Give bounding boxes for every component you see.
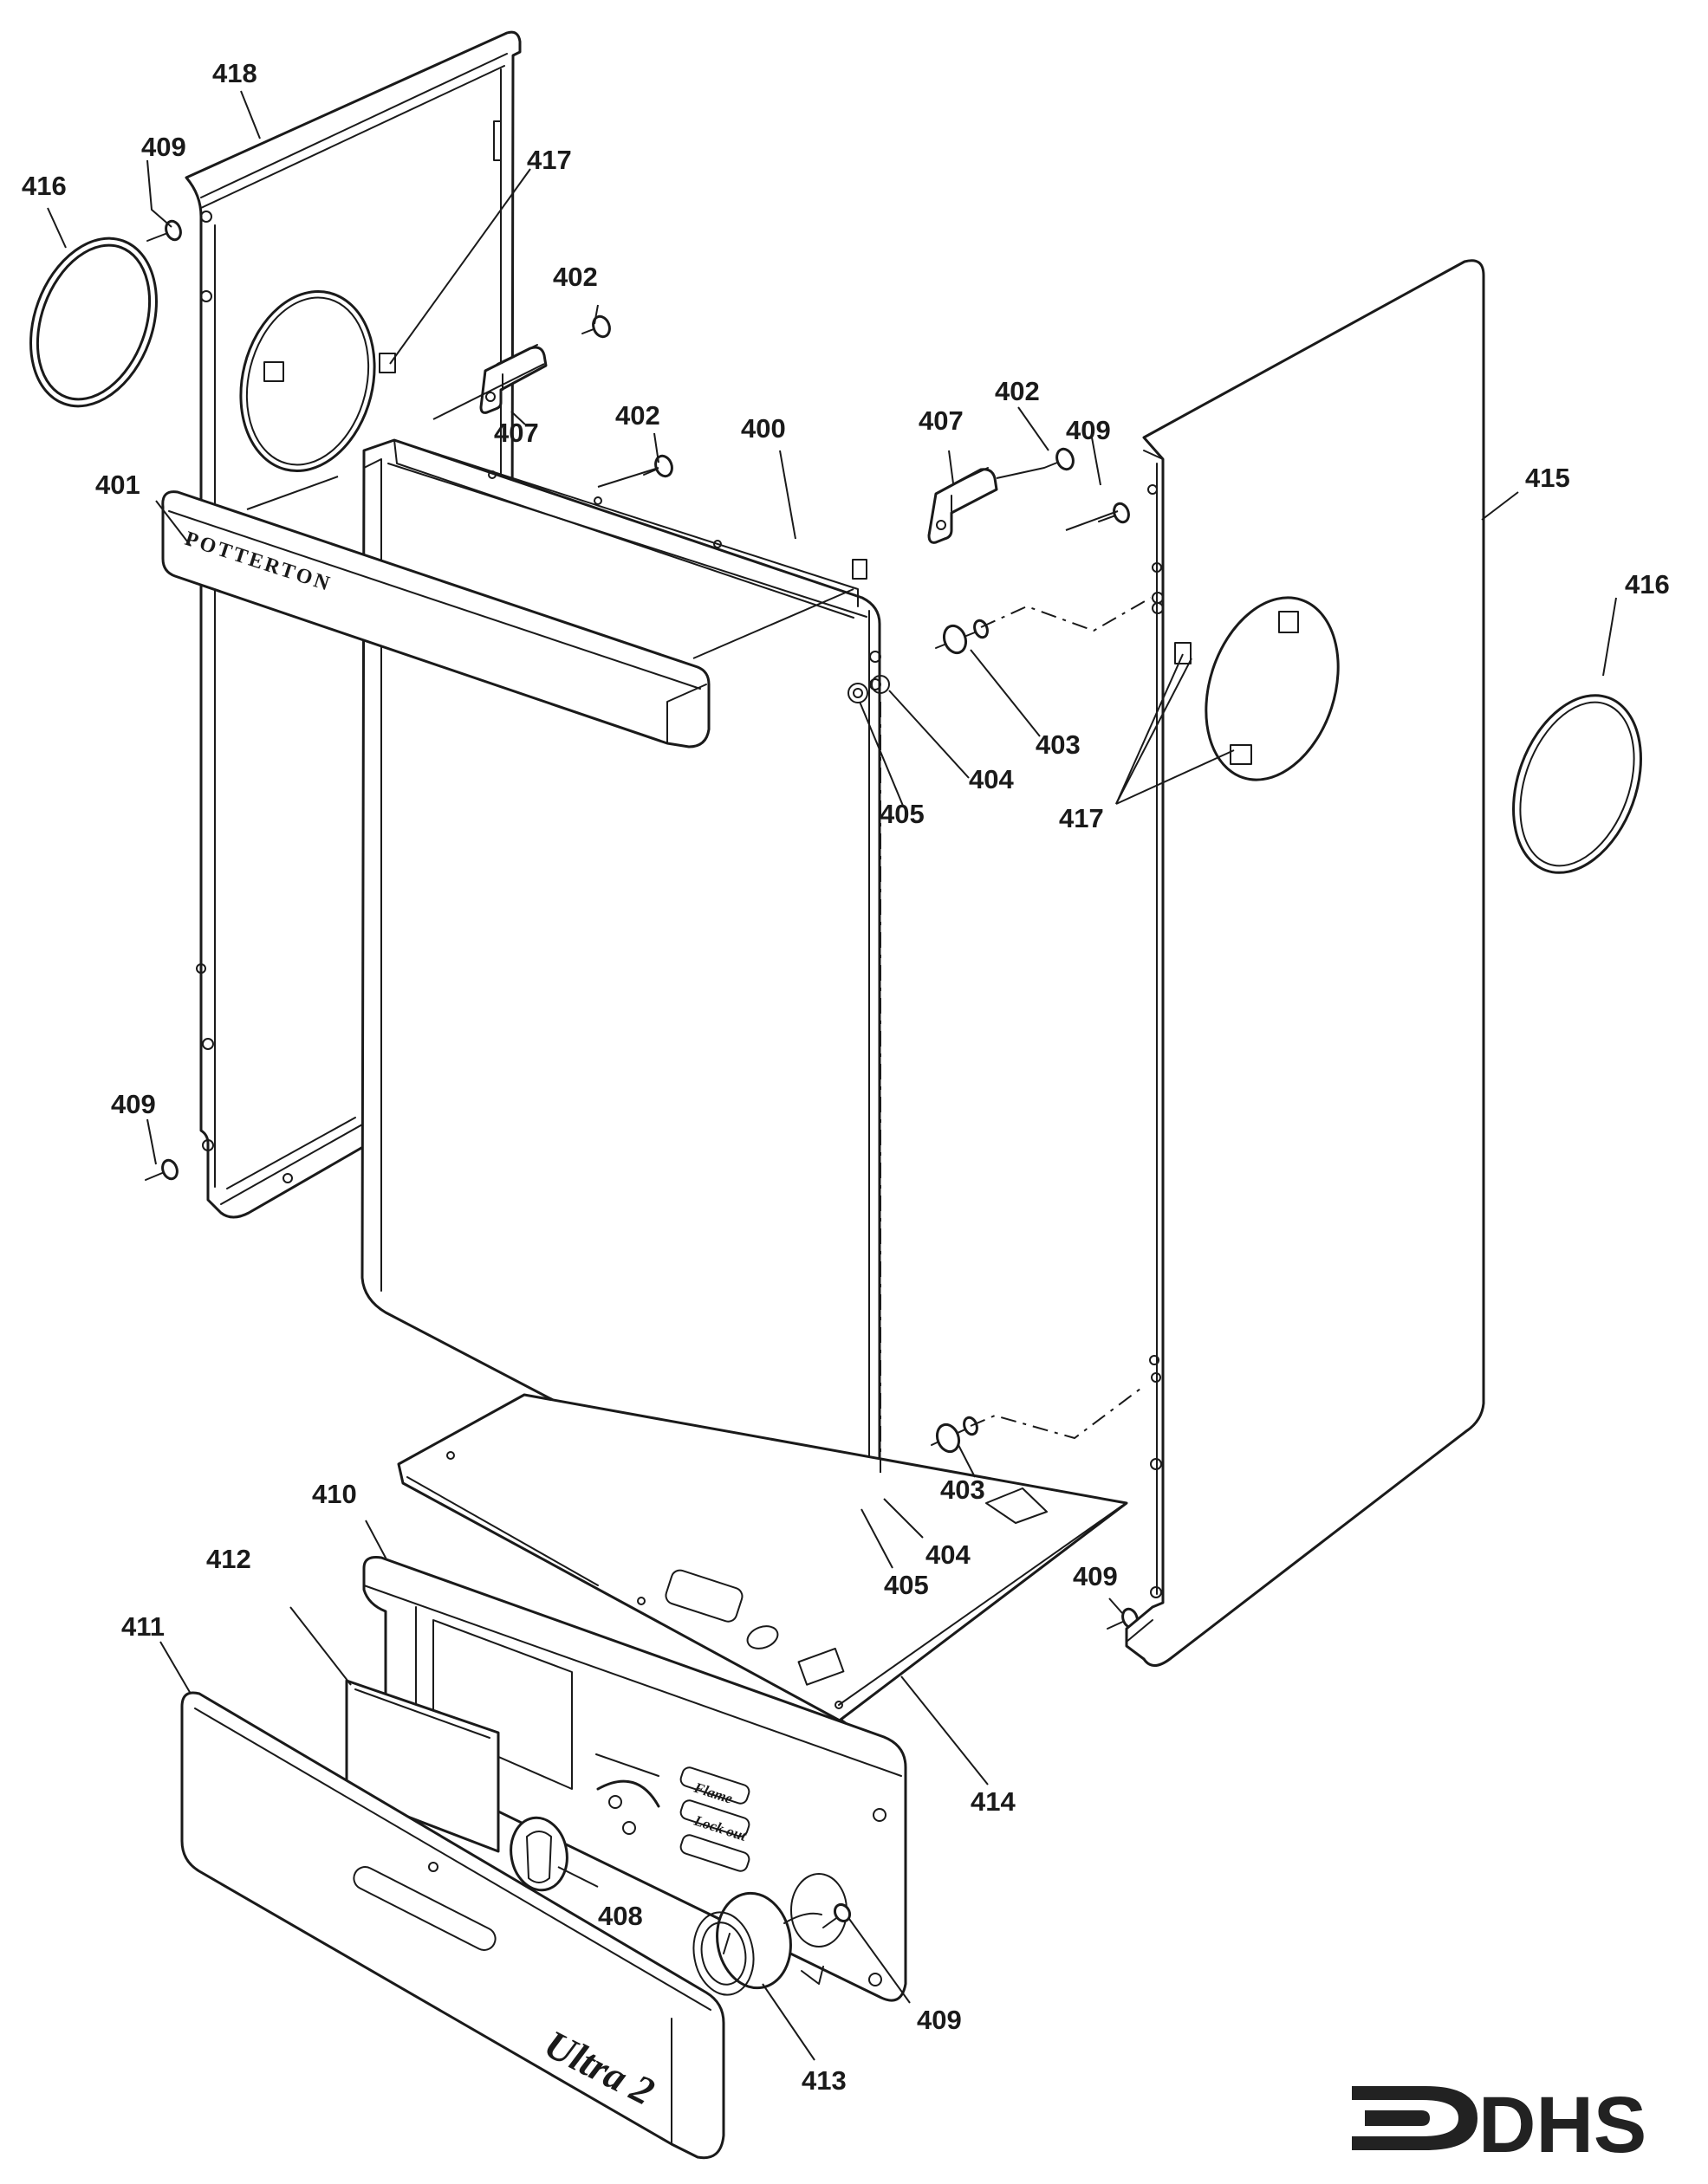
label-408: 408 xyxy=(598,1901,643,1931)
dhs-plug-icon xyxy=(1352,2086,1477,2150)
label-409-right-bottom: 409 xyxy=(1073,1561,1118,1591)
right-sight-ring-416 xyxy=(1512,694,1642,874)
label-409-right-top: 409 xyxy=(1066,415,1111,445)
label-402-c: 402 xyxy=(995,376,1040,406)
screw-409-mid-left xyxy=(145,1158,179,1181)
label-409-control: 409 xyxy=(917,2005,962,2035)
screw-402-a xyxy=(581,314,611,339)
label-417-right: 417 xyxy=(1059,803,1104,833)
leader-lines xyxy=(47,90,1617,2061)
dhs-logo-text: DHS xyxy=(1478,2081,1646,2169)
screw-409-right-top xyxy=(1098,502,1130,524)
label-404-upper: 404 xyxy=(969,764,1014,794)
nut-405-upper xyxy=(848,683,868,703)
label-417-left: 417 xyxy=(527,145,572,175)
right-side-panel-415 xyxy=(1125,259,1485,1667)
label-403-lower: 403 xyxy=(940,1474,985,1505)
part-labels: 418 409 416 417 402 402 407 400 401 407 … xyxy=(22,58,1670,2096)
label-402-a: 402 xyxy=(553,262,598,292)
label-407-left: 407 xyxy=(494,418,539,448)
label-415: 415 xyxy=(1525,463,1570,493)
label-409-top-left: 409 xyxy=(141,132,186,162)
pressure-gauge-413 xyxy=(692,1891,824,1996)
stud-403-lower xyxy=(931,1416,978,1454)
bottom-tray-414 xyxy=(397,1393,1128,1727)
label-413: 413 xyxy=(802,2065,847,2096)
label-414: 414 xyxy=(971,1786,1016,1817)
screw-409-control xyxy=(822,1902,852,1928)
label-402-b: 402 xyxy=(615,400,660,431)
screw-402-c xyxy=(1043,447,1075,471)
left-sight-ring-416 xyxy=(29,237,158,408)
label-411: 411 xyxy=(121,1611,165,1642)
label-405-upper: 405 xyxy=(880,799,925,829)
label-404-lower: 404 xyxy=(925,1539,971,1570)
window-412 xyxy=(345,1679,500,1853)
label-416-left: 416 xyxy=(22,171,67,201)
label-410: 410 xyxy=(312,1479,357,1509)
label-401: 401 xyxy=(95,470,140,500)
label-403-upper: 403 xyxy=(1036,729,1081,760)
washer-404-upper xyxy=(871,675,890,694)
screw-402-b xyxy=(643,454,673,478)
control-frame-410: Flame Lock out xyxy=(362,1556,907,2002)
label-416-right: 416 xyxy=(1625,569,1670,599)
bracket-407-right xyxy=(927,467,998,544)
front-fascia-411: Ultra 2 xyxy=(180,1691,725,2160)
screw-409-top-left xyxy=(146,219,182,242)
label-400: 400 xyxy=(741,413,786,444)
dhs-logo: DHS xyxy=(1352,2081,1646,2169)
label-412: 412 xyxy=(206,1544,251,1574)
label-409-mid-left: 409 xyxy=(111,1089,156,1119)
front-case-panel-400 xyxy=(360,438,885,1564)
label-405-lower: 405 xyxy=(884,1570,929,1600)
control-knob-408 xyxy=(510,1816,568,1892)
top-front-trim-401: POTTERTON xyxy=(161,490,711,749)
label-418: 418 xyxy=(212,58,257,88)
assembly-guide-lines xyxy=(246,363,1152,1473)
label-407-right: 407 xyxy=(919,405,964,436)
stud-403-upper xyxy=(935,619,989,655)
